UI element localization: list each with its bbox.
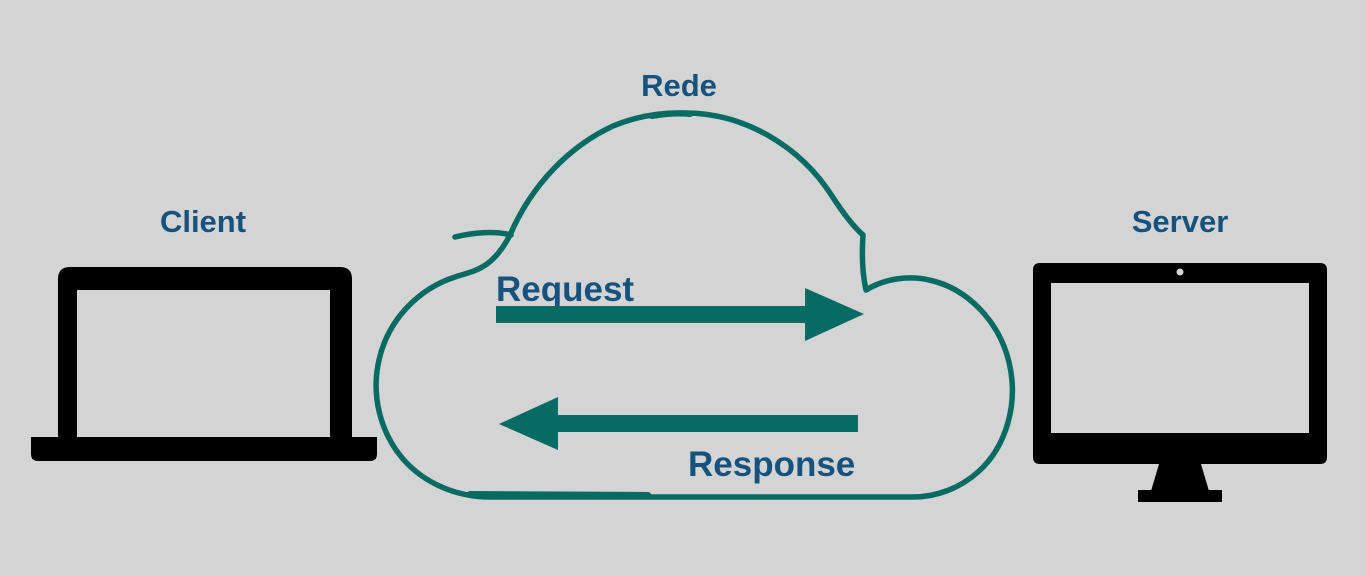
- response-arrow-icon: [499, 397, 858, 450]
- network-node: Rede: [373, 68, 1016, 500]
- request-flow: Request: [496, 270, 864, 341]
- response-label: Response: [688, 445, 855, 484]
- request-arrow-icon: [496, 288, 864, 341]
- network-label: Rede: [641, 68, 717, 103]
- desktop-monitor-icon: [1033, 263, 1327, 502]
- response-flow: Response: [499, 397, 858, 484]
- client-label: Client: [160, 204, 246, 239]
- server-label: Server: [1132, 204, 1229, 239]
- client-node: Client: [31, 204, 377, 461]
- cloud-icon: [373, 110, 1016, 500]
- laptop-icon: [31, 267, 377, 461]
- camera-dot-icon: [1176, 268, 1184, 276]
- server-node: Server: [1033, 204, 1327, 502]
- request-label: Request: [496, 270, 634, 309]
